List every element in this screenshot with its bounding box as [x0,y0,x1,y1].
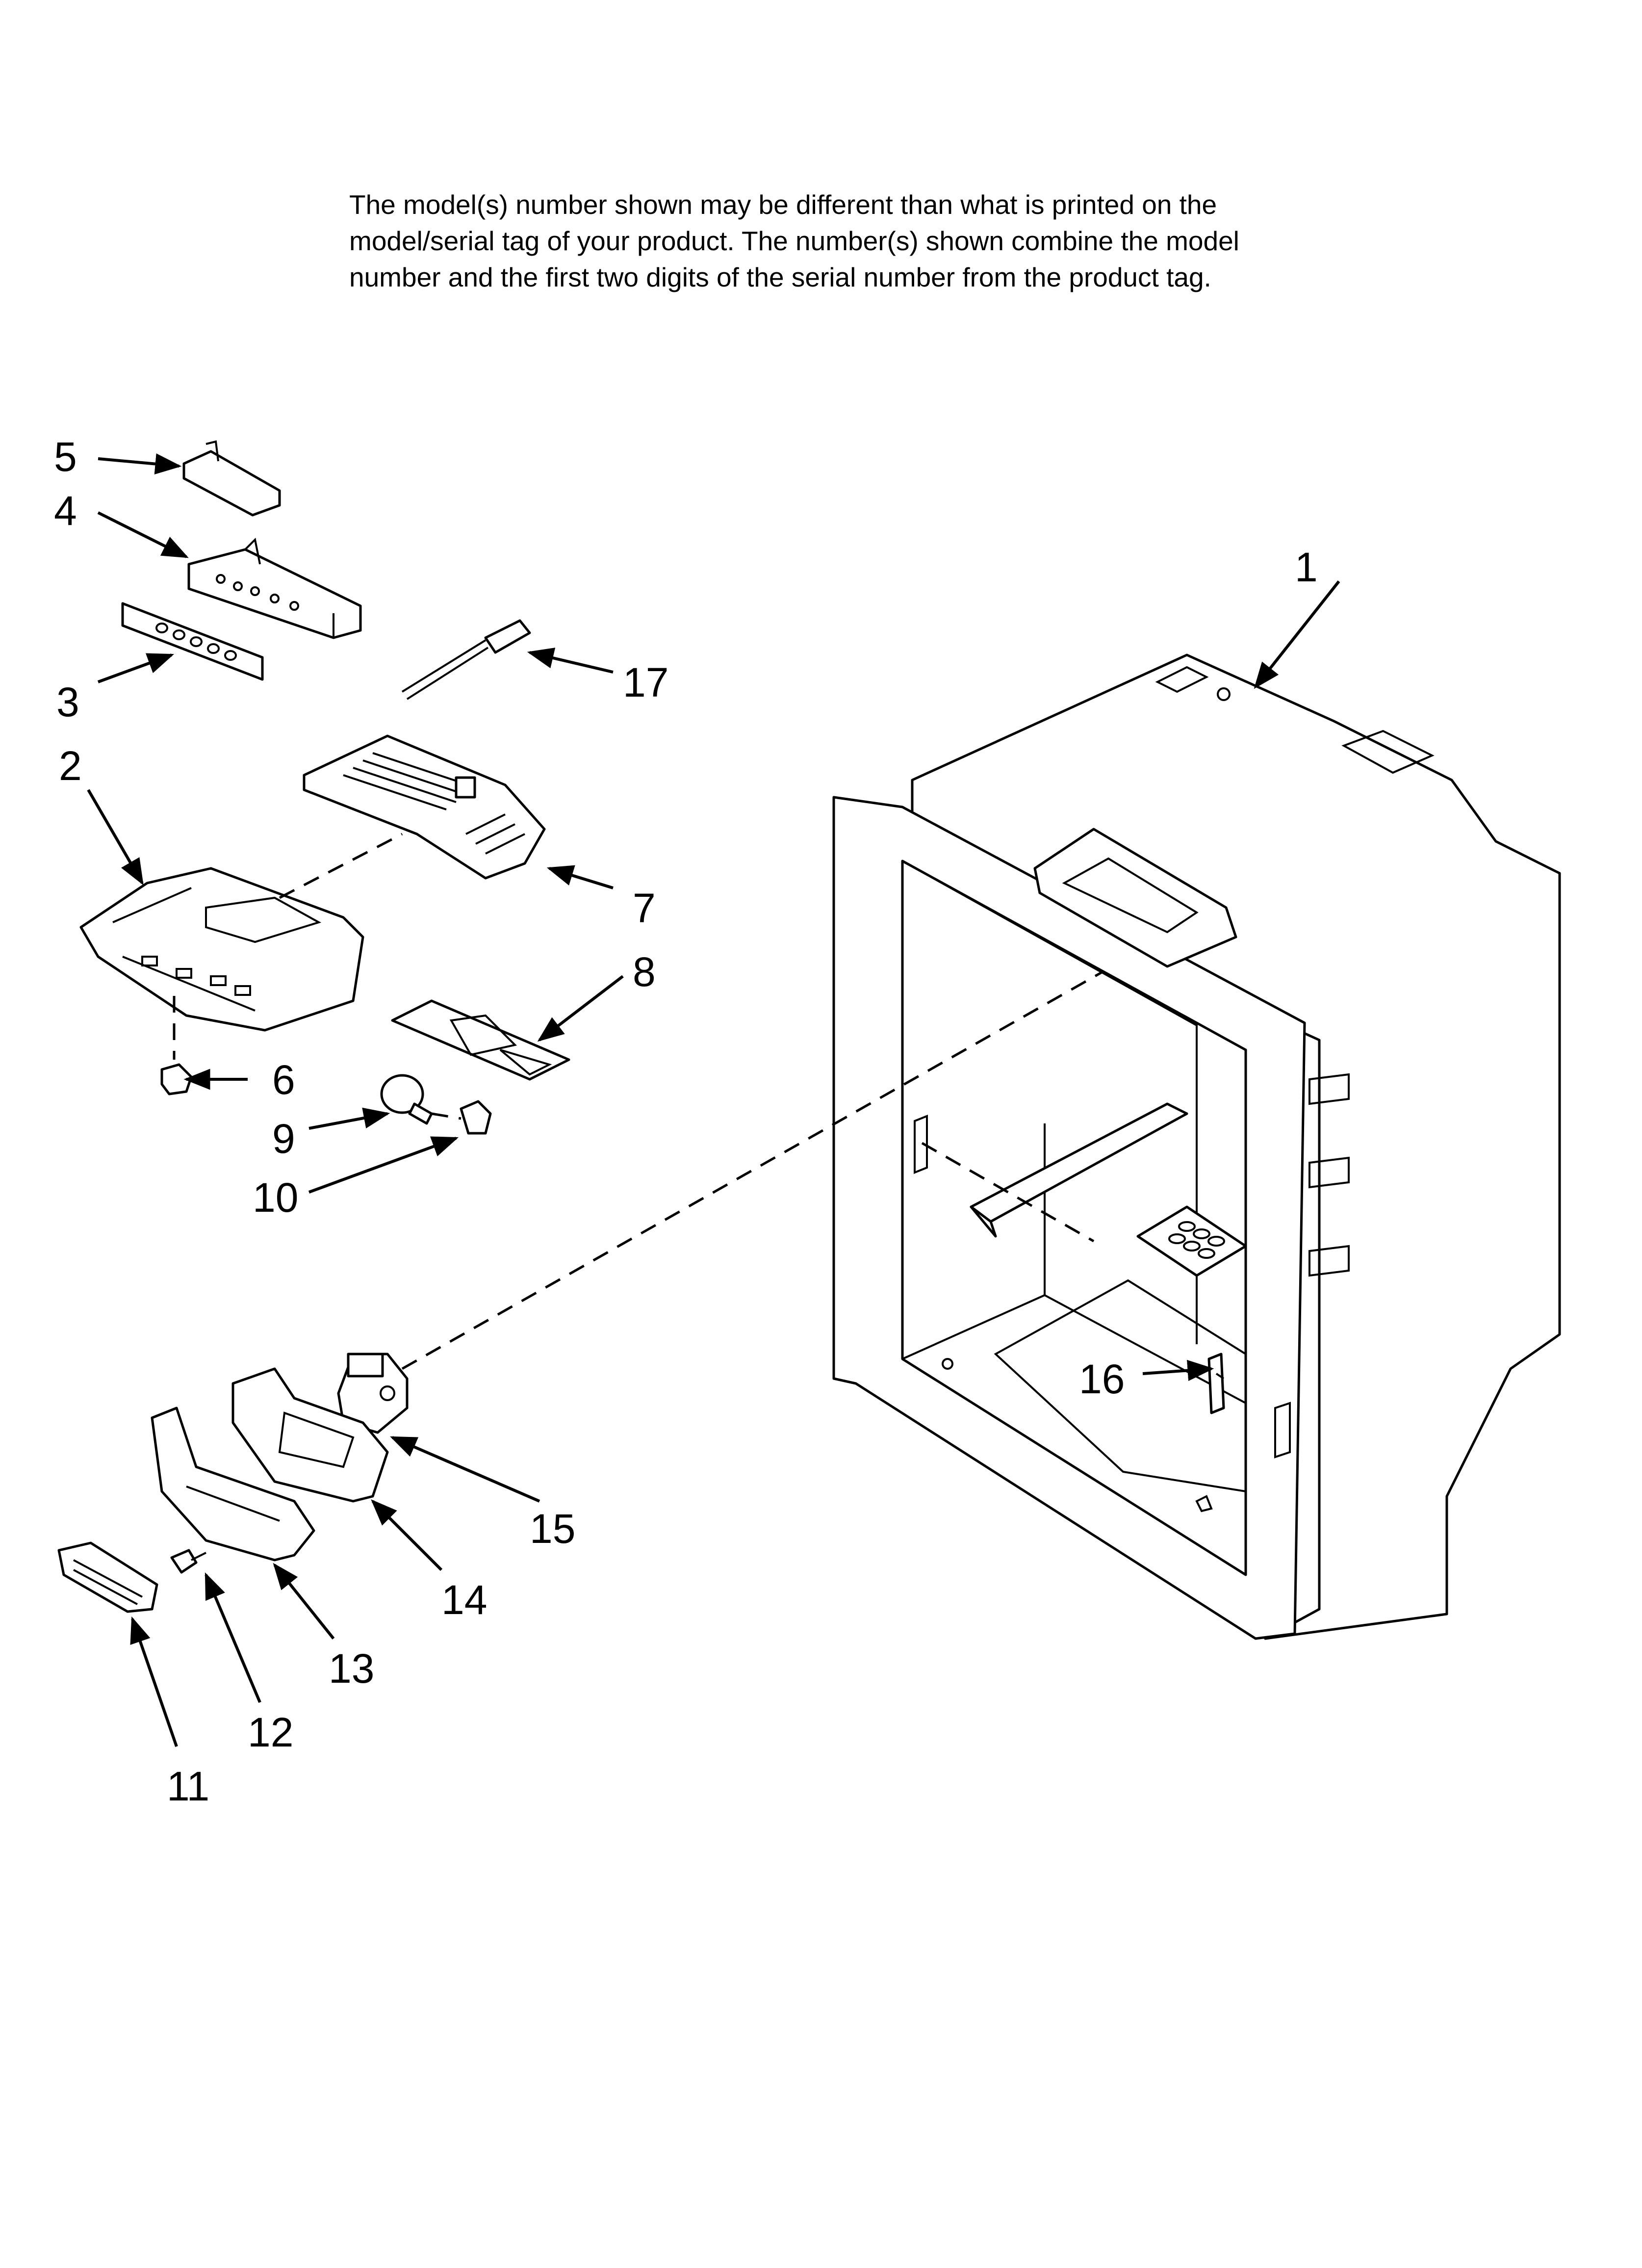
note-line-1: The model(s) number shown may be differe… [349,189,1217,220]
callout-16: 16 [1079,1356,1125,1402]
callout-numbers: 1 2 3 4 5 6 7 8 9 10 11 12 13 14 15 16 1… [54,434,1318,1809]
callout-13: 13 [329,1645,374,1692]
part-7-light-shield [303,734,546,880]
callout-6: 6 [272,1057,295,1103]
callout-4: 4 [54,488,77,534]
callout-12: 12 [248,1709,293,1755]
callout-2: 2 [59,743,82,789]
part-11-trim [57,1541,158,1613]
part-3-overlay [121,602,264,681]
callout-3: 3 [56,679,79,725]
callout-11: 11 [167,1763,209,1809]
part-4-control-housing [187,537,362,639]
leader-lines [87,453,1340,1747]
callout-15: 15 [530,1506,575,1552]
part-1-liner [832,653,1561,1640]
part-9-bulb [380,1074,433,1125]
part-8-lens [391,999,570,1081]
note-line-3: number and the first two digits of the s… [349,262,1211,292]
model-number-note: The model(s) number shown may be differe… [349,186,1477,295]
callout-14: 14 [441,1577,487,1623]
callout-8: 8 [633,949,656,995]
callout-1: 1 [1295,544,1318,590]
callout-17: 17 [623,659,668,705]
note-line-2: model/serial tag of your product. The nu… [349,226,1239,256]
part-14-housing [231,1367,389,1503]
callout-10: 10 [253,1174,298,1221]
part-5-bracket [182,440,281,517]
callout-5: 5 [54,434,77,480]
assembly-dashed-lines [173,833,1104,1370]
callout-9: 9 [272,1116,295,1162]
part-17-thermistor [401,619,531,700]
part-16-damper [1207,1353,1225,1414]
part-13-cover [151,1407,315,1562]
part-2-light-housing [79,867,364,1032]
part-15-valve [337,1353,409,1434]
callout-7: 7 [633,885,656,931]
part-12-screw [170,1549,206,1574]
part-10-socket [460,1100,492,1135]
